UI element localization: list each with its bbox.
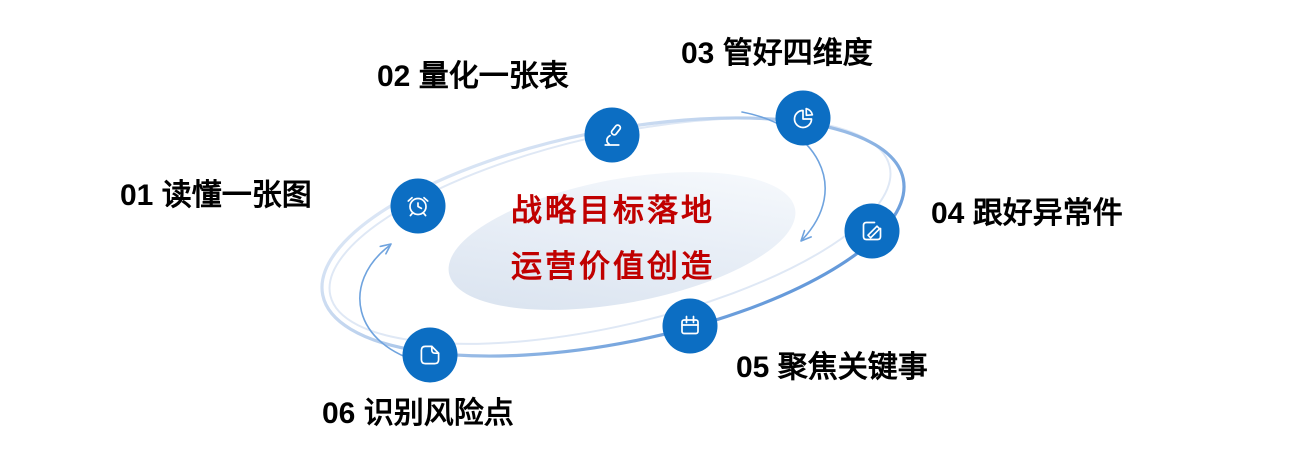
flow-arrow-right: [741, 111, 826, 242]
center-highlight-ellipse: [448, 172, 796, 310]
step-02-label: 02 量化一张表: [377, 60, 569, 93]
flow-arrow-left: [359, 243, 425, 364]
step-02-circle: [584, 107, 640, 163]
center-text-line2: 运营价值创造: [511, 249, 715, 284]
step-03-node: [775, 90, 831, 146]
step-05-label: 05 聚焦关键事: [736, 351, 928, 384]
step-03-label: 03 管好四维度: [681, 37, 873, 70]
pie-chart-icon: [793, 107, 814, 129]
document-icon: [420, 345, 440, 365]
step-06-node: [402, 327, 458, 383]
center-text-line1: 战略目标落地: [511, 193, 715, 228]
edit-icon: [862, 221, 882, 241]
step-04-label: 04 跟好异常件: [931, 197, 1123, 230]
alarm-clock-icon: [407, 196, 429, 217]
step-02-node: [584, 107, 640, 163]
calendar-icon: [681, 315, 699, 335]
step-06-label: 06 识别风险点: [322, 397, 514, 430]
step-04-node: [844, 203, 900, 259]
step-01-node: [390, 178, 446, 234]
step-05-node: [662, 298, 718, 354]
step-06-circle: [402, 327, 458, 383]
microscope-icon: [604, 124, 622, 146]
step-01-label: 01 读懂一张图: [120, 179, 312, 212]
step-05-circle: [662, 298, 718, 354]
